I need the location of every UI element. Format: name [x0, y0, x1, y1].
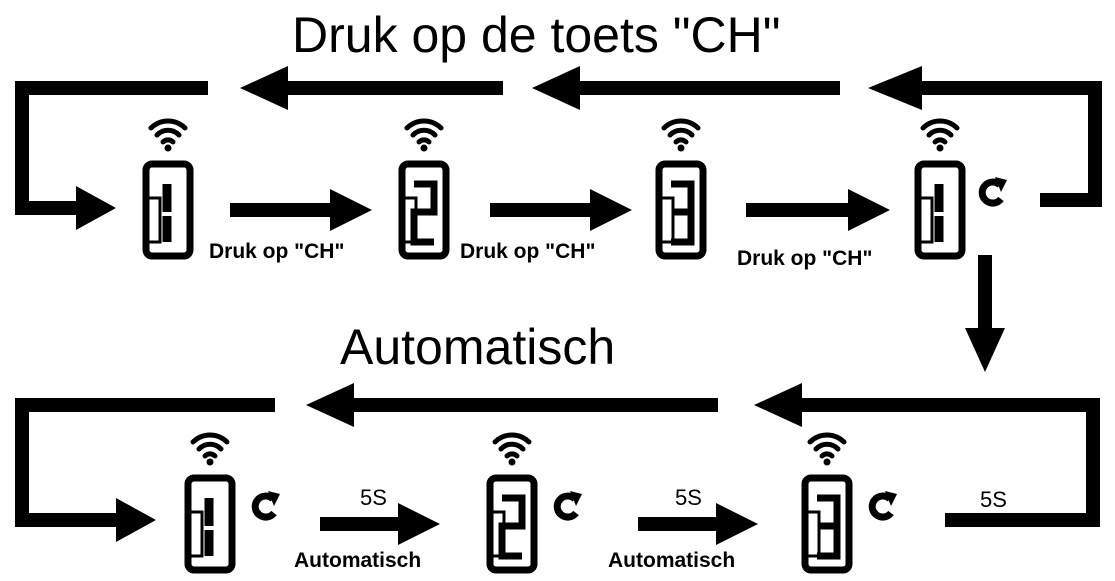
wifi-signal-icon	[923, 121, 957, 152]
step-label-3: Druk op "CH"	[737, 247, 873, 270]
bottom-feedback-loop	[15, 383, 1100, 542]
wifi-signal-icon	[407, 121, 441, 152]
loop-arrowhead-left	[868, 66, 922, 110]
wifi-signal-icon	[495, 435, 529, 466]
auto-cycle-icon	[982, 177, 1007, 203]
auto-cycle-icon	[872, 491, 897, 517]
top-step-arrows	[230, 189, 890, 231]
step-label-2: Druk op "CH"	[460, 240, 596, 263]
bottom-title: Automatisch	[340, 319, 616, 375]
receiver-bottom-2	[490, 435, 582, 570]
wifi-signal-icon	[193, 435, 227, 466]
top-arrowhead-left-2	[532, 66, 580, 110]
receiver-top-1	[146, 121, 190, 256]
auto-cycle-icon	[557, 491, 582, 517]
top-title: Druk op de toets "CH"	[292, 7, 781, 63]
wifi-signal-icon	[664, 121, 698, 152]
receiver-bottom-3	[805, 435, 897, 570]
wifi-signal-icon	[151, 121, 185, 152]
top-feedback-loop	[15, 66, 1102, 230]
loop-arrowhead-right	[76, 186, 116, 230]
receiver-bottom-1	[188, 435, 280, 570]
bottom-step-arrows	[320, 503, 758, 545]
interval-label-1: 5S	[360, 485, 387, 510]
receiver-top-3	[659, 121, 703, 256]
receiver-top-4	[918, 121, 1007, 256]
auto-label-1: Automatisch	[294, 549, 422, 572]
down-arrow	[965, 255, 1005, 372]
top-arrowhead-left-1	[240, 66, 288, 110]
wifi-signal-icon	[810, 435, 844, 466]
receiver-top-2	[402, 121, 446, 256]
interval-label-2: 5S	[675, 485, 702, 510]
auto-cycle-icon	[255, 491, 280, 517]
interval-label-3: 5S	[980, 487, 1007, 512]
step-label-1: Druk op "CH"	[209, 240, 345, 263]
auto-label-2: Automatisch	[608, 549, 736, 572]
